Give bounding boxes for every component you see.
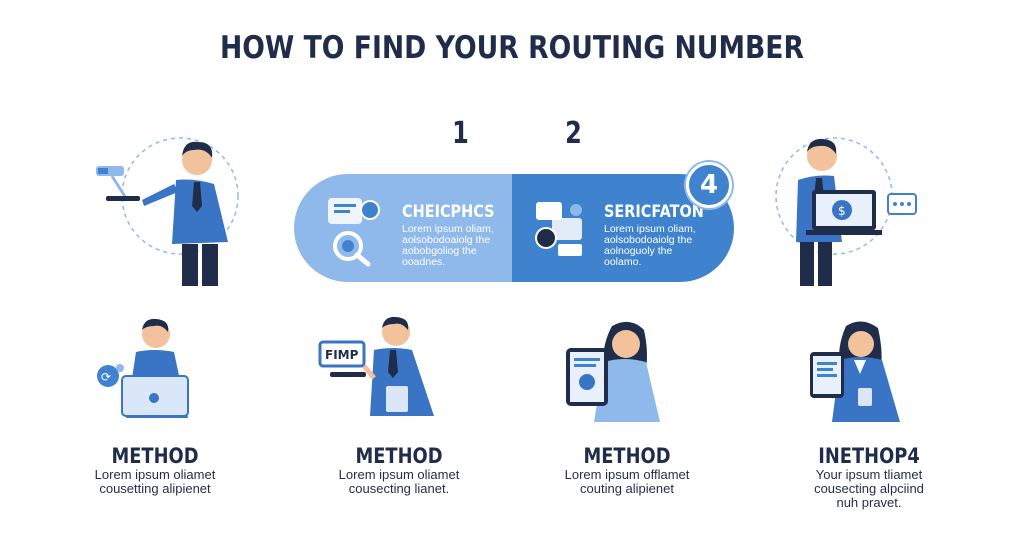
person-presenting-laptop-illustration: $ bbox=[775, 137, 917, 286]
method-desc-line: cousecting alpciind bbox=[814, 481, 924, 496]
left-panel-body: Lorem ipsum oliam, aolsobodoaiolg the ao… bbox=[402, 223, 494, 268]
method-card-1: METHOD Lorem ipsum oliamet cousetting al… bbox=[50, 444, 260, 496]
method-title: INETHOP4 bbox=[818, 444, 920, 468]
method-card-2: METHOD Lorem ipsum oliamet cousecting li… bbox=[294, 444, 504, 496]
method-card-4: INETHOP4 Your ipsum tliamet cousecting a… bbox=[764, 444, 974, 510]
method-card-3: METHOD Lorem ipsum offlamet couting alip… bbox=[522, 444, 732, 496]
step-number-4: 4 bbox=[686, 162, 732, 208]
person-with-laptop-illustration bbox=[96, 137, 239, 286]
sign-label: FIMP bbox=[325, 348, 359, 362]
method-3-illustration bbox=[566, 321, 660, 422]
svg-text:$: $ bbox=[838, 204, 846, 218]
page-title: HOW TO FIND YOUR ROUTING NUMBER bbox=[219, 30, 805, 66]
method-title: METHOD bbox=[355, 444, 443, 468]
method-4-illustration bbox=[810, 321, 900, 422]
method-2-illustration: FIMP bbox=[318, 316, 434, 416]
step-panel-left: CHEICPHCS Lorem ipsum oliam, aolsobodoai… bbox=[294, 174, 512, 282]
method-desc-line: cousecting lianet. bbox=[348, 481, 450, 496]
step-number-1: 1 bbox=[452, 116, 469, 151]
check-search-icon bbox=[328, 198, 380, 267]
step-number-2: 2 bbox=[565, 116, 582, 151]
bank-documents-icon bbox=[535, 202, 582, 256]
method-title: METHOD bbox=[583, 444, 671, 468]
method-desc-line: Lorem ipsum offlamet bbox=[564, 467, 690, 482]
method-desc-line: Lorem ipsum oliamet bbox=[94, 467, 216, 482]
method-desc-line: Your ipsum tliamet bbox=[815, 467, 923, 482]
right-panel-heading: SERICFATON bbox=[604, 202, 704, 222]
method-1-illustration: ⟳ bbox=[97, 318, 189, 418]
right-panel-body: Lorem ipsum oliam, aolsobodoaiolg the ao… bbox=[604, 223, 696, 268]
left-panel-heading: CHEICPHCS bbox=[402, 202, 495, 222]
svg-text:⟳: ⟳ bbox=[101, 370, 111, 384]
method-desc-line: couting alipienet bbox=[580, 481, 674, 496]
method-desc-line: nuh pravet. bbox=[836, 495, 902, 510]
method-desc-line: cousetting alipienet bbox=[99, 481, 211, 496]
method-desc-line: Lorem ipsum oliamet bbox=[338, 467, 460, 482]
method-title: METHOD bbox=[111, 444, 199, 468]
steps-banner: CHEICPHCS Lorem ipsum oliam, aolsobodoai… bbox=[294, 174, 734, 282]
